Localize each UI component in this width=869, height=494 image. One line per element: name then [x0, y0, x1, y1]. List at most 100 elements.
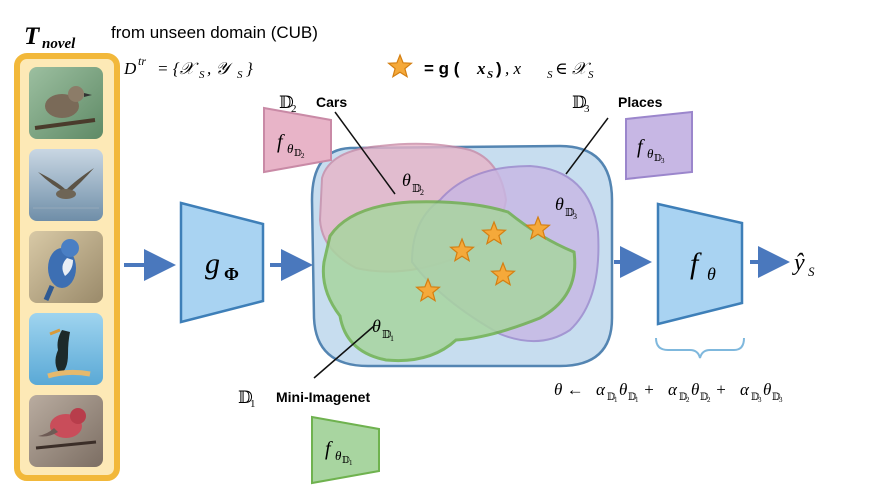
svg-text:θ: θ — [335, 448, 342, 463]
svg-text:f: f — [325, 438, 333, 460]
classifier-subscript: θ — [707, 264, 716, 284]
svg-text:θ: θ — [287, 141, 294, 156]
svg-text:3: 3 — [779, 396, 783, 404]
svg-text:2: 2 — [291, 103, 297, 115]
svg-text:θ: θ — [402, 170, 411, 190]
support-def-rhs: = {𝒳 — [157, 59, 200, 78]
svg-text:𝔻: 𝔻 — [565, 207, 575, 219]
svg-text:2: 2 — [420, 188, 424, 197]
svg-text:θ: θ — [647, 146, 654, 161]
svg-text:θ: θ — [555, 194, 564, 214]
domain-head-places: f θ 𝔻 3 — [625, 110, 693, 181]
support-def-end: } — [246, 59, 253, 78]
domain-label-places: 𝔻 3 Places — [572, 93, 663, 115]
encoder-label: g — [205, 247, 220, 280]
svg-text:Places: Places — [618, 94, 663, 110]
bird-photo-cormorant — [29, 313, 103, 385]
support-image-panel — [14, 53, 120, 481]
theta-label-d1: θ 𝔻 1 — [372, 316, 394, 343]
svg-text:1: 1 — [390, 334, 394, 343]
svg-text:f: f — [637, 136, 645, 158]
legend-star-icon — [387, 53, 413, 79]
svg-text:1: 1 — [250, 398, 256, 410]
theta-label-d3: θ 𝔻 3 — [555, 194, 577, 221]
svg-text:𝔻: 𝔻 — [772, 392, 781, 403]
support-embedding-star-2 — [481, 220, 507, 246]
svg-text:𝔻: 𝔻 — [342, 455, 350, 465]
prediction-output: ŷ S — [792, 250, 815, 279]
svg-text:α: α — [596, 380, 606, 399]
svg-text:α: α — [668, 380, 678, 399]
svg-text:f: f — [277, 131, 285, 153]
svg-text:2: 2 — [707, 396, 711, 404]
svg-text:𝔻: 𝔻 — [679, 392, 688, 403]
support-def-mid-sub: S — [237, 69, 243, 81]
svg-text:θ: θ — [691, 380, 699, 399]
task-title: T novel from unseen domain (CUB) — [24, 23, 318, 52]
update-lhs: θ ← — [554, 380, 584, 399]
encoder-trapezoid — [179, 201, 265, 324]
svg-text:𝔻: 𝔻 — [412, 183, 422, 195]
svg-text:3: 3 — [573, 212, 577, 221]
svg-text:𝔻: 𝔻 — [279, 93, 294, 112]
svg-text:θ: θ — [763, 380, 771, 399]
svg-text:𝔻: 𝔻 — [751, 392, 760, 403]
encoder-subscript: Φ — [224, 264, 239, 284]
star-def-x-sub: S — [487, 69, 493, 81]
star-definition: = g ( x S ) , x S ∈ 𝒳 S — [387, 53, 594, 81]
svg-text:Mini-Imagenet: Mini-Imagenet — [276, 389, 370, 405]
svg-text:3: 3 — [661, 157, 665, 165]
star-def-close: ) — [496, 59, 502, 78]
svg-text:𝔻: 𝔻 — [607, 392, 616, 403]
star-def-in-sub: S — [588, 69, 594, 81]
domain-label-mini-imagenet: 𝔻 1 Mini-Imagenet — [238, 388, 370, 410]
bird-photo-gull — [29, 149, 103, 221]
pointer-mini-imagenet — [313, 325, 375, 379]
svg-text:𝔻: 𝔻 — [294, 148, 302, 158]
svg-text:+: + — [640, 380, 658, 399]
domain-head-cars: f θ 𝔻 2 — [263, 106, 332, 174]
svg-text:1: 1 — [614, 396, 618, 404]
svg-text:2: 2 — [301, 152, 305, 160]
svg-text:α: α — [740, 380, 750, 399]
support-embedding-star-5 — [415, 277, 441, 303]
support-def-lhs: D — [123, 59, 137, 78]
svg-text:3: 3 — [584, 103, 590, 115]
star-def-cond: , x — [505, 59, 522, 78]
parameter-update-rule: θ ← α 𝔻 1 θ 𝔻 1 + α 𝔻 2 θ 𝔻 2 + α 𝔻 3 θ … — [554, 380, 783, 404]
support-embedding-star-4 — [490, 261, 516, 287]
svg-text:1: 1 — [635, 396, 639, 404]
domain-region-mini-imagenet — [321, 200, 577, 363]
star-def-x: x — [476, 59, 486, 78]
svg-text:1: 1 — [349, 459, 353, 467]
domain-head-mini-imagenet: f θ 𝔻 1 — [311, 415, 380, 485]
support-def-rhs-sub: S — [199, 69, 205, 81]
svg-text:θ: θ — [372, 316, 381, 336]
svg-text:𝔻: 𝔻 — [382, 329, 392, 341]
svg-text:𝔻: 𝔻 — [572, 93, 587, 112]
svg-text:+: + — [712, 380, 730, 399]
svg-text:3: 3 — [758, 396, 762, 404]
svg-text:𝔻: 𝔻 — [700, 392, 709, 403]
support-set-definition: D tr = {𝒳 S , 𝒴 S } — [123, 54, 253, 81]
output-subscript: S — [808, 264, 815, 279]
support-def-sup: tr — [138, 54, 146, 68]
pointer-places — [565, 117, 609, 175]
support-embedding-star-1 — [449, 237, 475, 263]
output-label: ŷ — [792, 250, 805, 276]
theta-label-d2: θ 𝔻 2 — [402, 170, 424, 197]
svg-text:2: 2 — [686, 396, 690, 404]
parameter-bracket — [655, 337, 745, 359]
domain-label-cars: 𝔻 2 Cars — [279, 93, 347, 115]
svg-text:𝔻: 𝔻 — [238, 388, 253, 407]
support-embedding-star-3 — [525, 215, 551, 241]
classifier-head: f θ — [656, 202, 744, 326]
domain-note: from unseen domain (CUB) — [111, 23, 318, 42]
star-def-in: ∈ 𝒳 — [555, 59, 592, 78]
bird-photo-finch — [29, 395, 103, 467]
task-subscript: novel — [42, 36, 76, 52]
task-symbol: T — [24, 23, 41, 50]
star-def-cond-sub: S — [547, 69, 553, 81]
svg-text:𝔻: 𝔻 — [654, 153, 662, 163]
